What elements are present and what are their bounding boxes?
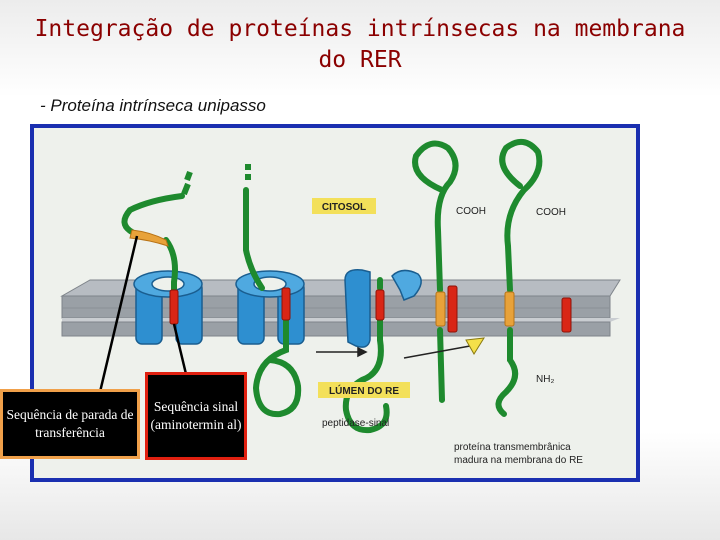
signal-segments (169, 285, 572, 333)
slide-title: Integração de proteínas intrínsecas na m… (0, 14, 720, 76)
signal-sequence-callout: Sequência sinal (aminotermin al) (145, 372, 247, 460)
signal-pointer (172, 323, 188, 375)
stop-transfer-callout: Sequência de parada de transferência (0, 389, 140, 459)
slide-title-line-2: do RER (318, 47, 402, 73)
slide-subtitle: - Proteína intrínseca unipasso (40, 96, 266, 115)
slide-title-line-1: Integração de proteínas intrínsecas na m… (34, 16, 686, 42)
cooh-label-2: COOH (536, 207, 566, 218)
stop-transfer-pointer (98, 235, 139, 393)
chain-dashed-ends (181, 164, 251, 196)
caption-line-2: madura na membrana do RE (454, 455, 583, 466)
cytosol-label-bg (312, 198, 376, 214)
caption-line-1: proteína transmembrânica (454, 442, 571, 453)
lumen-label: LÚMEN DO RE (329, 384, 399, 397)
nh2-label: NH₂ (536, 374, 554, 385)
process-arrows (316, 345, 471, 359)
peptidase-label: peptidase-sinal (322, 418, 389, 429)
translocon-3-dissociating (344, 268, 422, 348)
translocon-1 (133, 270, 203, 345)
cytosol-label: CITOSOL (322, 202, 366, 213)
protein-chains (121, 139, 543, 434)
stop-transfer-segments (129, 229, 515, 327)
lumen-label-bg (318, 382, 410, 398)
cooh-label-1: COOH (456, 206, 486, 217)
peptidase-arrow-icon (465, 337, 485, 355)
